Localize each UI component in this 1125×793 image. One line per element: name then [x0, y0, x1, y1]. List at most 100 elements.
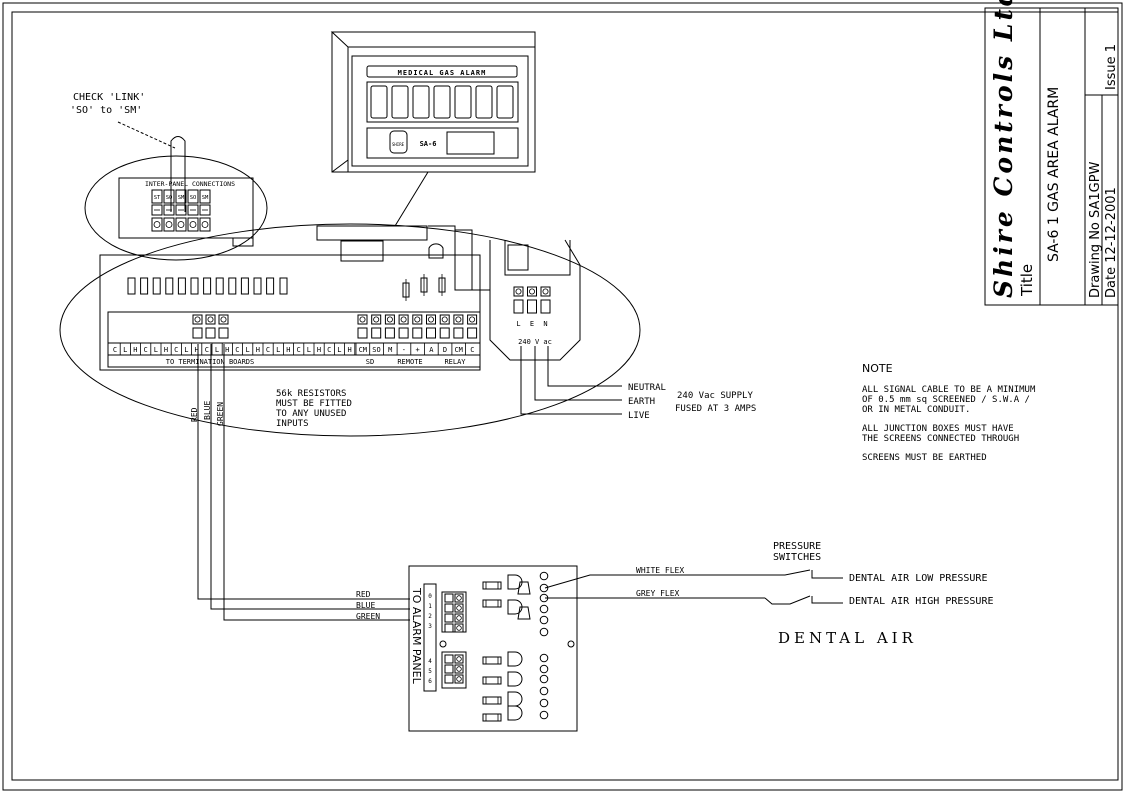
sensor-term-number: 1 — [428, 603, 432, 610]
check-note-line2: 'SO' to 'SM' — [70, 105, 142, 116]
right-terminal-body — [398, 327, 409, 339]
neutral-label: NEUTRAL — [628, 383, 666, 393]
supply-line1: 240 Vac SUPPLY — [677, 391, 753, 401]
right-term-label: D — [443, 346, 447, 354]
sensor-diode — [507, 651, 523, 667]
term-label: L — [184, 346, 188, 354]
term-label: H — [347, 346, 351, 354]
link-wire — [170, 136, 186, 208]
inter-panel-label-box — [199, 189, 211, 204]
power-terminal-body — [513, 299, 524, 314]
right-term-label: CM — [454, 346, 462, 354]
pressure-switches: WHITE FLEX GREY FLEX PRESSURE SWITCHES D… — [544, 541, 994, 647]
inter-panel-label-box — [187, 189, 199, 204]
right-terminal-body — [453, 327, 464, 339]
high-pressure-switch — [764, 595, 811, 605]
wire-blue-vertical: BLUE — [203, 401, 212, 420]
resistor-note-line: INPUTS — [276, 419, 309, 429]
resistor-note-line: MUST BE FITTED — [276, 399, 352, 409]
right-terminal-screw — [469, 316, 476, 323]
sensor-diode — [507, 574, 523, 590]
power-terminal-label: E — [530, 320, 534, 328]
right-terminal — [384, 314, 395, 325]
ic-chip — [215, 277, 224, 295]
term-label: L — [154, 346, 158, 354]
right-terminal-screw — [359, 316, 366, 323]
drawing-title: SA-6 1 GAS AREA ALARM — [1046, 87, 1062, 262]
sensor-terminal-screw — [454, 613, 464, 623]
term-label: L — [337, 346, 341, 354]
drawing-number: Drawing No SA1GPW — [1088, 161, 1103, 298]
logo-label: SHIRE — [392, 142, 405, 147]
resistor-note: 56k RESISTORS MUST BE FITTED TO ANY UNUS… — [276, 389, 352, 429]
inter-panel-screw — [199, 217, 211, 232]
check-note-line1: CHECK 'LINK' — [73, 92, 145, 103]
power-terminal — [513, 286, 524, 297]
term-label: C — [327, 346, 331, 354]
term-label: C — [205, 346, 209, 354]
term-label: H — [164, 346, 168, 354]
sensor-terminal — [444, 593, 454, 603]
panel-header: MEDICAL GAS ALARM — [398, 69, 487, 77]
board-remote-label: REMOTE — [397, 358, 422, 366]
title-label: Title — [1018, 264, 1036, 297]
inter-panel-screw — [163, 217, 175, 232]
term-label: C — [174, 346, 178, 354]
board-signal-terminal-screw — [194, 316, 201, 323]
wire-green-label: GREEN — [356, 612, 380, 621]
right-term-label: SO — [372, 346, 380, 354]
term-label: L — [276, 346, 280, 354]
sensor-terminal — [444, 603, 454, 613]
sensor-terminal-screw — [454, 674, 464, 684]
inter-panel-terminal — [151, 204, 163, 216]
right-terminal-screw — [427, 316, 434, 323]
ic-chip — [165, 277, 174, 295]
ic-chip — [127, 277, 136, 295]
inter-panel-label: SM — [178, 195, 185, 201]
sensor-terminal — [444, 654, 454, 664]
gas-led-window — [370, 85, 388, 119]
inter-panel-label-box — [163, 189, 175, 204]
power-terminal-screw — [515, 288, 522, 295]
gas-led-window — [412, 85, 430, 119]
inter-panel-label: SO — [166, 195, 173, 201]
term-label: C — [296, 346, 300, 354]
sensor-term-number: 5 — [428, 668, 432, 675]
gas-led-window — [496, 85, 514, 119]
to-termination-boards: TO TERMINATION BOARDS — [166, 358, 255, 366]
right-terminal-body — [357, 327, 368, 339]
term-label: C — [266, 346, 270, 354]
sensor-term-number: 3 — [428, 623, 432, 630]
right-terminal — [371, 314, 382, 325]
note-line: ALL SIGNAL CABLE TO BE A MINIMUM — [862, 385, 1036, 395]
board-relay-label: RELAY — [444, 358, 466, 366]
right-terminal — [398, 314, 409, 325]
inter-panel-screw — [151, 217, 163, 232]
right-terminal-body — [371, 327, 382, 339]
sensor-transistor — [517, 581, 531, 595]
sensor-term-number: 2 — [428, 613, 432, 620]
power-terminal — [540, 286, 551, 297]
issue-number: Issue 1 — [1104, 44, 1119, 90]
ic-chip — [240, 277, 249, 295]
sensor-transistor — [517, 606, 531, 620]
power-terminal — [527, 286, 537, 297]
sensor-connector — [539, 710, 549, 720]
power-voltage: 240 V ac — [518, 338, 552, 346]
ic-chip — [140, 277, 149, 295]
panel-button-label: SA-6 — [420, 140, 437, 148]
inter-panel-screw — [187, 217, 199, 232]
board-signal-terminal-body — [218, 327, 229, 339]
term-label: L — [307, 346, 311, 354]
gas-led-window — [391, 85, 409, 119]
right-terminal-body — [439, 327, 450, 339]
term-label: L — [215, 346, 219, 354]
sensor-connector — [539, 627, 549, 637]
right-terminal — [412, 314, 423, 325]
inter-panel-terminal — [187, 204, 199, 216]
term-label: H — [286, 346, 290, 354]
term-label: L — [245, 346, 249, 354]
note-line: ALL JUNCTION BOXES MUST HAVE — [862, 424, 1014, 434]
